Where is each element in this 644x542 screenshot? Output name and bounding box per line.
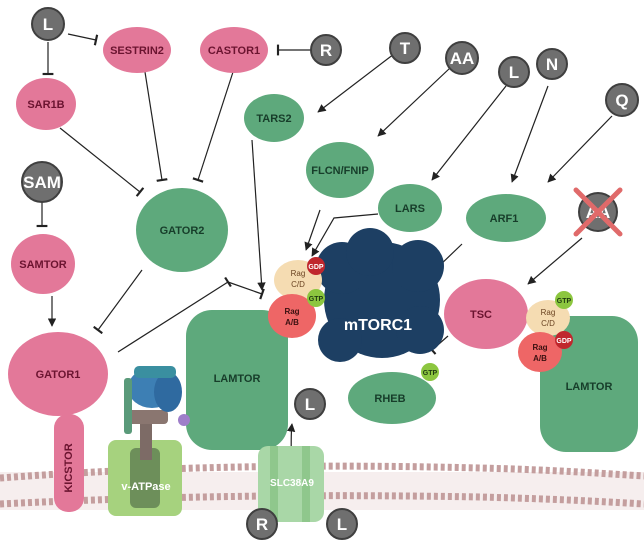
lamtor-right-protein: LAMTOR bbox=[540, 316, 638, 452]
rheb-gtp: GTP bbox=[421, 363, 439, 381]
kicstor-label: KICSTOR bbox=[63, 443, 75, 492]
rag-ab-left-line1: Rag bbox=[284, 307, 299, 316]
t-activates-tars2 bbox=[317, 53, 395, 113]
rag-cd-left-line2: C/D bbox=[291, 280, 305, 289]
lars-activates-rag bbox=[311, 213, 379, 257]
tars2-protein: TARS2 bbox=[244, 94, 304, 142]
flcn-fnip-protein: FLCN/FNIP bbox=[306, 142, 374, 198]
tars2-activates-rag bbox=[251, 139, 266, 291]
samtor-protein: SAMTOR bbox=[11, 234, 75, 294]
l-activates-lars bbox=[431, 85, 507, 181]
connectors bbox=[36, 33, 613, 496]
gator2-inhibits-gator1 bbox=[93, 269, 143, 335]
rag-complex-left: Rag C/D Rag A/B GDP GTP bbox=[268, 257, 325, 338]
lamtor-right-label: LAMTOR bbox=[566, 381, 613, 393]
leucine-top-node: L bbox=[31, 7, 65, 41]
gator1-label: GATOR1 bbox=[36, 369, 81, 381]
gdp-right-label: GDP bbox=[556, 338, 572, 345]
rheb-gtp-label: GTP bbox=[423, 370, 438, 377]
rag-cd-left-line1: Rag bbox=[291, 269, 306, 278]
kicstor-protein: KICSTOR bbox=[54, 414, 84, 512]
flcn-activates-rag bbox=[304, 209, 321, 251]
amino-acids-crossed-node: AA bbox=[573, 187, 623, 237]
arf1-protein: ARF1 bbox=[466, 194, 546, 242]
gator1-inhibits-rag bbox=[117, 276, 232, 353]
castor1-label: CASTOR1 bbox=[208, 45, 260, 57]
slc38a9-transporter: SLC38A9 bbox=[258, 446, 324, 522]
q-activates-arf1 bbox=[547, 115, 613, 183]
gdp-left-label: GDP bbox=[308, 264, 324, 271]
rag-ab-left-line2: A/B bbox=[285, 318, 299, 327]
arginine-bottom-label: R bbox=[256, 515, 268, 534]
leucine-mid-label: L bbox=[509, 63, 519, 82]
v-atpase-label: v-ATPase bbox=[121, 481, 170, 493]
gtp-left-label: GTP bbox=[309, 296, 324, 303]
lars-label: LARS bbox=[395, 203, 425, 215]
rheb-label: RHEB bbox=[374, 393, 405, 405]
sar1b-inhibits-gator2 bbox=[59, 127, 145, 197]
sestrin2-label: SESTRIN2 bbox=[110, 45, 164, 57]
tsc-protein: TSC bbox=[444, 279, 528, 349]
tars2-label: TARS2 bbox=[256, 113, 291, 125]
sestrin2-inhibits-gator2 bbox=[144, 71, 168, 182]
rag-ab-right-line1: Rag bbox=[532, 343, 547, 352]
leucine-top-label: L bbox=[43, 15, 53, 34]
lars-protein: LARS bbox=[378, 184, 442, 232]
gator1-protein: GATOR1 bbox=[8, 332, 108, 416]
v-atpase-complex: v-ATPase bbox=[108, 366, 190, 516]
arginine-top-node: R bbox=[310, 34, 342, 66]
rheb-protein: RHEB bbox=[348, 372, 436, 424]
flcn-fnip-label: FLCN/FNIP bbox=[311, 165, 368, 177]
asparagine-node: N bbox=[536, 48, 568, 80]
rag-cd-right-line2: C/D bbox=[541, 319, 555, 328]
sestrin2-protein: SESTRIN2 bbox=[103, 27, 171, 73]
gator2-label: GATOR2 bbox=[160, 225, 205, 237]
glutamine-node: Q bbox=[605, 83, 639, 117]
leucine-lumen-label: L bbox=[305, 395, 315, 414]
sam-node: SAM bbox=[21, 161, 63, 203]
amino-acids-label: AA bbox=[450, 49, 475, 68]
slc38a9-label: SLC38A9 bbox=[270, 478, 314, 489]
sam-label: SAM bbox=[23, 173, 61, 192]
lamtor-left-label: LAMTOR bbox=[214, 373, 261, 385]
gator2-protein: GATOR2 bbox=[136, 188, 228, 272]
aa-activates-flcn bbox=[377, 67, 451, 137]
amino-acids-node: AA bbox=[445, 41, 479, 75]
leucine-lumen-node: L bbox=[294, 388, 326, 420]
rag-complex-right: Rag C/D Rag A/B GTP GDP bbox=[518, 291, 573, 372]
gtp-right-label: GTP bbox=[557, 298, 572, 305]
cross-out-mark-2 bbox=[573, 187, 623, 237]
sar1b-protein: SAR1B bbox=[16, 78, 76, 130]
castor1-protein: CASTOR1 bbox=[200, 27, 268, 73]
arginine-bottom-node: R bbox=[246, 508, 278, 540]
arginine-top-label: R bbox=[320, 41, 332, 60]
gator1-inhibits-rag-end bbox=[227, 281, 265, 300]
mtorc1-label: mTORC1 bbox=[344, 317, 412, 334]
leucine-bottom-node: L bbox=[326, 508, 358, 540]
n-activates-arf1 bbox=[510, 85, 549, 183]
lamtor-left-protein: LAMTOR bbox=[186, 310, 288, 450]
rag-cd-right-line1: Rag bbox=[541, 308, 556, 317]
tsc-label: TSC bbox=[470, 309, 492, 321]
leucine-bottom-label: L bbox=[337, 515, 347, 534]
threonine-label: T bbox=[400, 39, 411, 58]
threonine-node: T bbox=[389, 32, 421, 64]
rag-ab-right-line2: A/B bbox=[533, 354, 547, 363]
glutamine-label: Q bbox=[615, 91, 628, 110]
sar1b-label: SAR1B bbox=[27, 99, 64, 111]
arf1-label: ARF1 bbox=[490, 213, 519, 225]
aa-to-tsc bbox=[527, 237, 583, 285]
leucine-mid-node: L bbox=[498, 56, 530, 88]
l-inhibits-sestrin2 bbox=[67, 33, 99, 46]
samtor-label: SAMTOR bbox=[19, 259, 67, 271]
mtorc1-complex: mTORC1 bbox=[316, 228, 444, 362]
asparagine-label: N bbox=[546, 55, 558, 74]
castor1-inhibits-gator2 bbox=[192, 71, 234, 183]
